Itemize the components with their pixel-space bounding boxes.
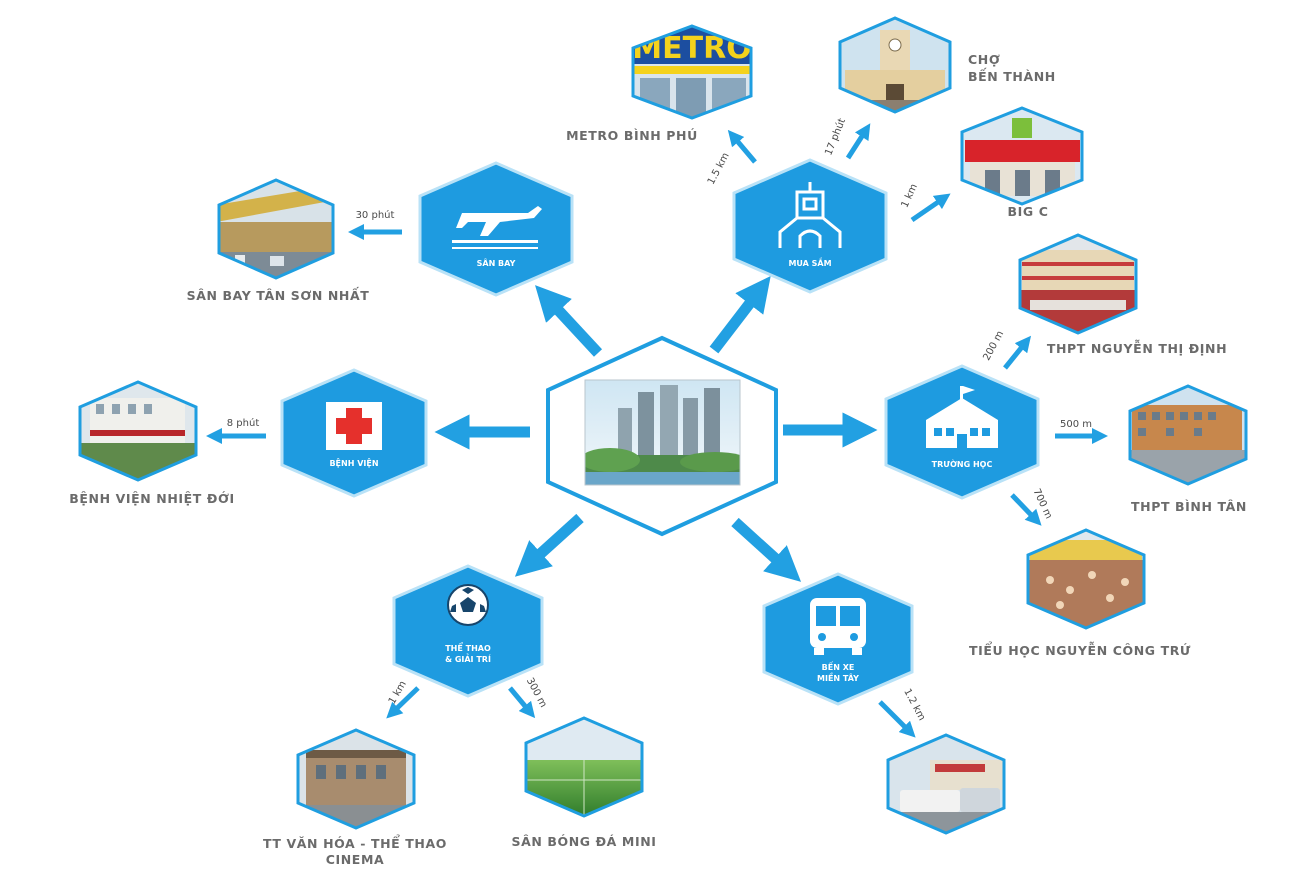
photo-mien-tay [886,733,1006,835]
photo-ben-thanh [838,16,952,114]
distance-metro: 1.5 km [706,151,732,187]
arrow-school-ntd [1003,335,1032,370]
distance-mien-tay: 1.2 km [901,687,927,723]
distance-nguyen-thi-dinh: 200 m [981,329,1006,362]
label-big-c: BIG C [1008,204,1049,219]
hub-sports-hexagon [392,564,544,698]
distance-big-c: 1 km [899,182,920,209]
bus-icon [810,598,866,655]
photo-nguyen-thi-dinh [1018,233,1138,335]
hub-airport-label: SÂN BAY [477,257,516,268]
hub-airport: SÂN BAY [418,161,574,297]
hub-sports: THỂ THAO & GIẢI TRÍ [392,564,544,698]
arrow-shopping-bigc [910,193,951,223]
market-building-icon [778,182,842,248]
distance-bong-da: 300 m [524,676,549,709]
arrow-center-sports [514,513,584,577]
photo-metro: METRO [631,24,753,120]
label-nguyen-thi-dinh: THPT NGUYỄN THỊ ĐỊNH [1047,340,1227,356]
label-tan-son-nhat: SÂN BAY TÂN SƠN NHẤT [187,286,370,303]
distance-ben-thanh: 17 phút [822,117,848,158]
connector-arrows [205,123,1109,738]
project-photo [585,380,740,485]
school-building-icon [926,386,998,448]
airplane-icon [452,206,542,249]
hub-school-label: TRƯỜNG HỌC [932,458,993,469]
arrow-center-bus [731,517,802,582]
hub-bus-label-1: BẾN XE [822,660,855,672]
metro-sign-text: METRO [632,31,751,66]
hub-hospital-label: BỆNH VIỆN [329,458,378,468]
photo-nhiet-doi [78,380,198,482]
label-nhiet-doi: BỆNH VIỆN NHIỆT ĐỚI [69,491,234,506]
distance-tan-son-nhat: 30 phút [356,209,395,221]
arrow-center-shopping [709,276,771,354]
label-van-hoa-1: TT VĂN HÓA - THỂ THAO [263,834,447,851]
photo-binh-tan [1128,384,1248,486]
photo-van-hoa [296,728,416,830]
hub-airport-hexagon [418,161,574,297]
label-binh-tan: THPT BÌNH TÂN [1131,499,1247,514]
hub-bus-label-2: MIỀN TÂY [817,671,859,683]
label-ben-thanh-2: BẾN THÀNH [968,68,1056,84]
photo-nguyen-cong-tru [1026,528,1146,630]
label-nguyen-cong-tru: TIỂU HỌC NGUYỄN CÔNG TRỨ [969,641,1191,658]
distance-nhiet-doi: 8 phút [227,417,260,429]
hub-bus: BẾN XE MIỀN TÂY [762,572,914,706]
label-ben-thanh-1: CHỢ [968,52,1000,67]
photo-bong-da [524,716,644,818]
red-cross-icon [326,402,382,450]
label-bong-da: SÂN BÓNG ĐÁ MINI [511,834,656,849]
hub-hospital: BỆNH VIỆN [280,368,428,498]
arrow-center-airport [535,285,603,357]
label-van-hoa-2: CINEMA [326,852,385,867]
label-metro: METRO BÌNH PHÚ [566,128,698,143]
photo-big-c [960,106,1084,206]
soccer-ball-icon [447,584,489,626]
arrow-shopping-benthanh [845,123,871,160]
hub-shopping-hexagon [732,158,888,294]
arrow-sports-vanhoa [386,686,420,719]
hub-sports-label-2: & GIẢI TRÍ [445,653,491,664]
hub-school: TRƯỜNG HỌC [884,364,1040,500]
hub-shopping-label: MUA SẮM [788,256,831,268]
arrow-school-nct [1010,493,1042,526]
arrow-sports-bongda [508,686,536,719]
distance-binh-tan: 500 m [1060,419,1092,430]
hub-sports-label-1: THỂ THAO [445,641,491,653]
arrow-bus-mientay [878,700,916,738]
arrow-shopping-metro [727,129,757,164]
photo-tan-son-nhat [217,178,335,280]
hub-shopping: MUA SẮM [732,158,888,294]
center-project [546,335,778,537]
